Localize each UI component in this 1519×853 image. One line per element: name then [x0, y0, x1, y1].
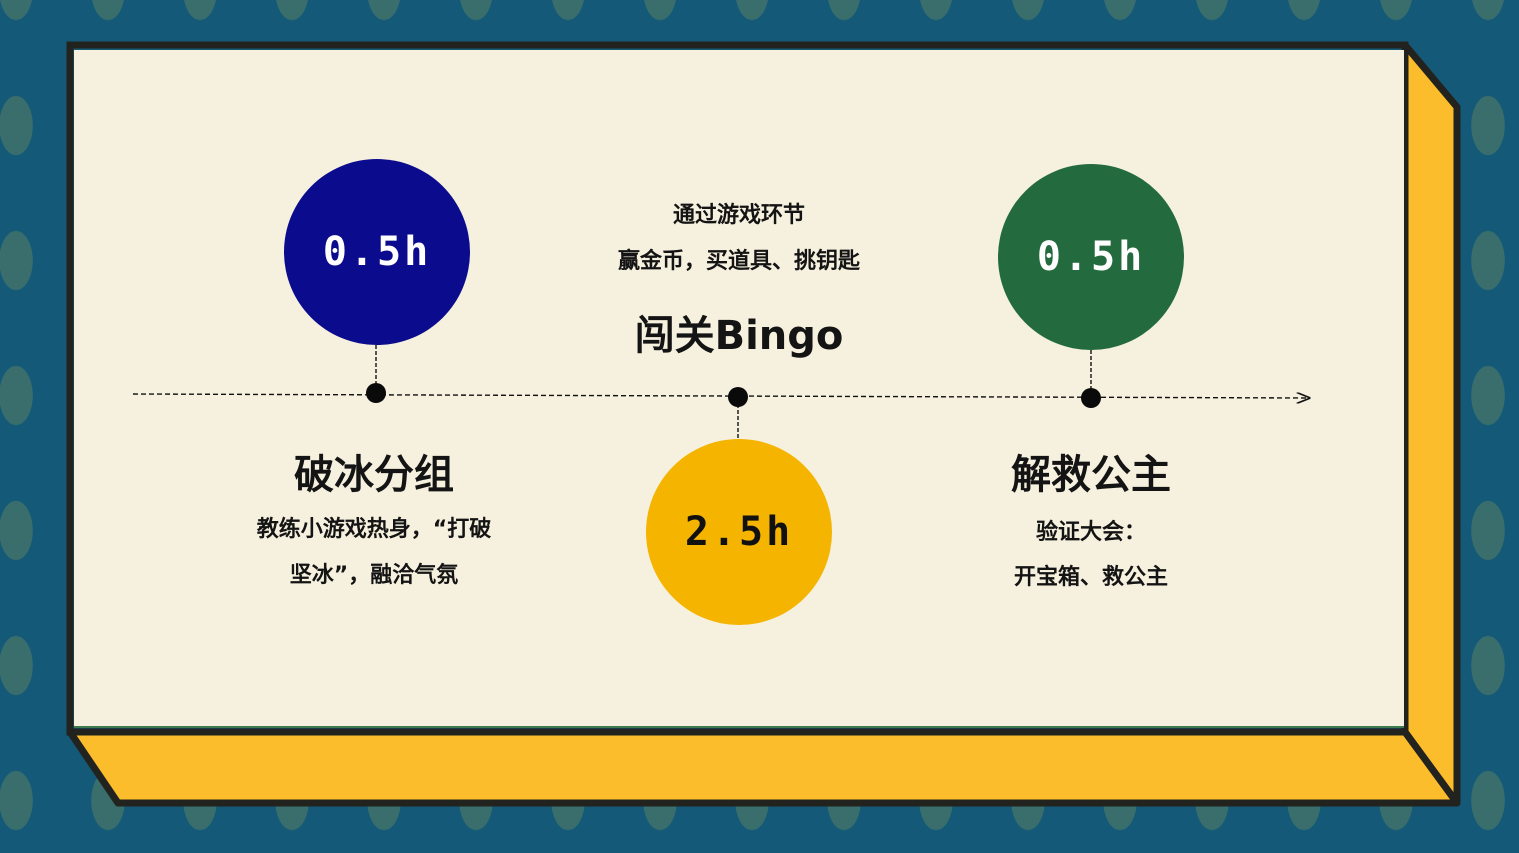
stage-desc-left-line2: 坚冰”，融洽气氛 — [289, 563, 459, 588]
timeline-node-right — [1081, 388, 1101, 408]
stage-desc-right-line2: 开宝箱、救公主 — [1013, 565, 1168, 590]
timeline-axis-arrow — [132, 394, 1309, 398]
duration-badge-left: 0.5h — [284, 159, 470, 345]
stage-desc-middle-line2: 赢金币，买道具、挑钥匙 — [617, 249, 860, 274]
timeline-node-middle — [728, 387, 748, 407]
stage-title-right: 解救公主 — [1011, 452, 1171, 498]
stage-desc-left-line1: 教练小游戏热身，“打破 — [256, 517, 492, 542]
stage-desc-middle-line1: 通过游戏环节 — [672, 203, 805, 228]
stage-title-left: 破冰分组 — [294, 452, 454, 498]
duration-badge-right: 0.5h — [998, 164, 1184, 350]
timeline-node-left — [366, 383, 386, 403]
stage-title-middle: 闯关Bingo — [634, 313, 844, 359]
duration-badge-middle: 2.5h — [646, 439, 832, 625]
stage-desc-right-line1: 验证大会： — [1035, 520, 1146, 545]
